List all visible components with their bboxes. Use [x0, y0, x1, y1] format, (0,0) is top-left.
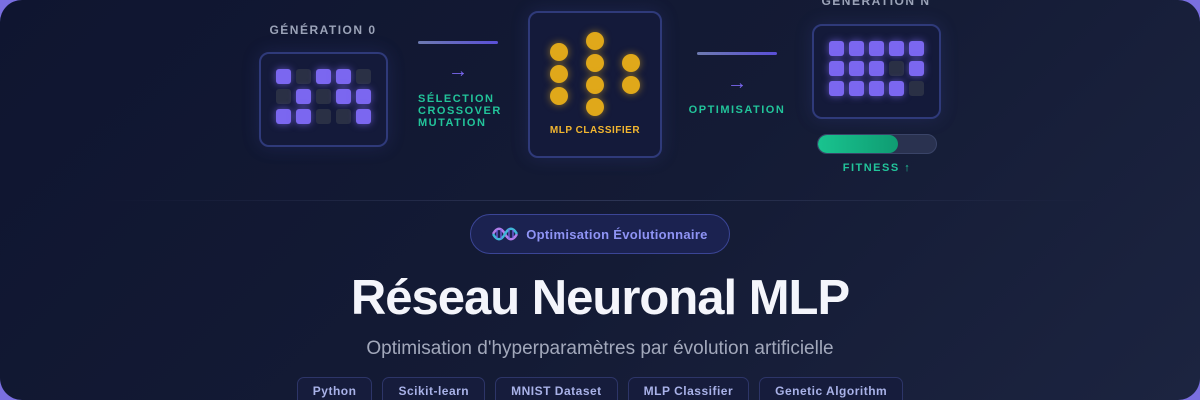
tag-mnist-dataset: MNIST Dataset: [495, 377, 618, 400]
gene-active: [869, 61, 884, 76]
gene-active: [336, 89, 351, 104]
gen0-chromosome-grid: [276, 69, 371, 124]
page-subtitle: Optimisation d'hyperparamètres par évolu…: [366, 338, 834, 359]
tag-mlp-classifier: MLP Classifier: [627, 377, 750, 400]
fitness-progress-fill: [818, 135, 899, 153]
gene-inactive: [276, 89, 291, 104]
operators-arrow-line: [418, 41, 498, 44]
gene-active: [356, 109, 371, 124]
page-title: Réseau Neuronal MLP: [350, 271, 850, 325]
gene-active: [829, 61, 844, 76]
fitness-progress-bar: [817, 134, 937, 154]
gene-active: [829, 81, 844, 96]
gene-inactive: [316, 109, 331, 124]
output-neuron-1: [622, 54, 640, 72]
input-neuron-1: [550, 43, 568, 61]
generation-0-population: [259, 52, 388, 147]
gene-active: [276, 69, 291, 84]
gene-inactive: [316, 89, 331, 104]
gene-active: [356, 89, 371, 104]
section-divider: [100, 200, 1100, 201]
gene-inactive: [909, 81, 924, 96]
gene-active: [316, 69, 331, 84]
hidden-neuron-4: [586, 98, 604, 116]
gene-active: [869, 81, 884, 96]
generation-0-label: GÉNÉRATION 0: [269, 23, 377, 37]
gene-inactive: [336, 109, 351, 124]
hidden-neuron-1: [586, 32, 604, 50]
gene-inactive: [356, 69, 371, 84]
gene-active: [889, 41, 904, 56]
gene-active: [869, 41, 884, 56]
gene-active: [849, 61, 864, 76]
gene-active: [909, 41, 924, 56]
optimisation-label: OPTIMISATION: [688, 104, 786, 116]
gene-active: [909, 61, 924, 76]
fitness-label: FITNESS ↑: [842, 162, 912, 174]
tech-tags: Python Scikit-learn MNIST Dataset MLP Cl…: [0, 377, 1200, 400]
mlp-classifier-caption: MLP CLASSIFIER: [549, 125, 641, 136]
gene-active: [889, 81, 904, 96]
operator-selection-label: SÉLECTION: [418, 93, 495, 105]
gene-active: [336, 69, 351, 84]
gene-active: [829, 41, 844, 56]
arrow-right-icon: →: [448, 60, 468, 82]
gene-inactive: [296, 69, 311, 84]
tag-scikit-learn: Scikit-learn: [382, 377, 486, 400]
output-neuron-2: [622, 76, 640, 94]
input-neuron-3: [550, 87, 568, 105]
gene-active: [849, 81, 864, 96]
arrow-right-icon: →: [727, 72, 747, 94]
operator-crossover-label: CROSSOVER: [418, 105, 502, 117]
genN-chromosome-grid: [829, 41, 924, 96]
hidden-neuron-2: [586, 54, 604, 72]
hidden-neuron-3: [586, 76, 604, 94]
optimisation-arrow-line: [697, 52, 777, 55]
tag-genetic-algorithm: Genetic Algorithm: [759, 377, 904, 400]
dna-icon: [492, 227, 519, 241]
evolution-badge: Optimisation Évolutionnaire: [470, 214, 730, 254]
generation-n-label: GÉNÉRATION N: [821, 0, 931, 8]
mlp-classifier-diagram: MLP CLASSIFIER: [528, 11, 662, 158]
generation-n-population: [812, 24, 941, 119]
gene-active: [276, 109, 291, 124]
operator-mutation-label: MUTATION: [418, 117, 487, 129]
gene-active: [296, 109, 311, 124]
badge-text: Optimisation Évolutionnaire: [526, 226, 708, 242]
gene-active: [296, 89, 311, 104]
input-neuron-2: [550, 65, 568, 83]
gene-active: [849, 41, 864, 56]
gene-inactive: [889, 61, 904, 76]
tag-python: Python: [296, 377, 373, 400]
